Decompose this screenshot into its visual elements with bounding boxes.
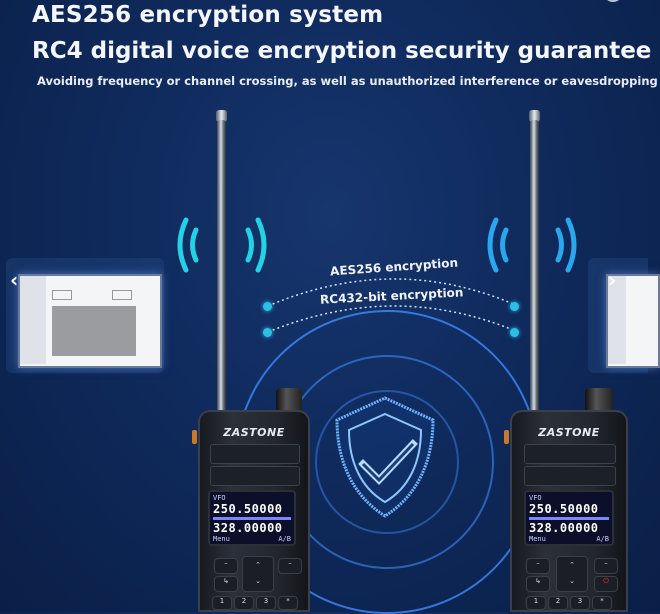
link-node (263, 328, 272, 337)
power-key[interactable]: ⏻ (594, 576, 618, 592)
side-button[interactable] (192, 430, 197, 444)
brand-logo: ZASTONE (223, 426, 285, 439)
link-node (510, 302, 519, 311)
thumbnail-screen (18, 274, 162, 368)
menu-key[interactable]: – (214, 558, 238, 574)
antenna (530, 120, 539, 410)
thumbnail-box (112, 290, 132, 300)
keypad-key[interactable]: * (592, 596, 612, 610)
signal-waves-icon (177, 217, 267, 273)
radio-left: ZASTONE VFO 250.50000 328.00000 Menu A/B… (192, 410, 310, 612)
nav-up-down-key[interactable]: ⌃⌄ (242, 556, 274, 592)
antenna-tip (216, 110, 227, 122)
chevron-right-icon[interactable]: › (608, 268, 617, 292)
lcd-ab-label: A/B (596, 535, 609, 543)
lcd-frequency-b: 328.00000 (529, 521, 599, 535)
exit-key[interactable]: – (594, 558, 618, 574)
speaker-grille (524, 466, 616, 486)
lcd-vfo-label: VFO (213, 494, 226, 502)
thumbnail-box (52, 290, 72, 300)
lcd-softkeys: Menu A/B (529, 535, 609, 543)
lcd-ab-label: A/B (278, 535, 291, 543)
signal-waves-icon (487, 217, 577, 273)
lcd-frequency-a: 250.50000 (529, 502, 599, 516)
speaker-grille (210, 466, 300, 486)
lcd-signal-bar (529, 517, 609, 520)
knob[interactable] (276, 388, 302, 412)
link-node (263, 302, 272, 311)
lcd-vfo-label: VFO (529, 494, 542, 502)
thumbnail-content (52, 306, 136, 356)
speaker-grille (524, 444, 616, 464)
exit-key[interactable]: – (278, 558, 302, 574)
lcd-display: VFO 250.50000 328.00000 Menu A/B (208, 490, 296, 546)
thumbnail-sidebar (20, 276, 46, 364)
keypad-key[interactable]: 2 (234, 596, 254, 610)
headline-description: Avoiding frequency or channel crossing, … (37, 74, 658, 88)
antenna (217, 120, 226, 410)
next-thumbnail[interactable]: › (588, 258, 660, 373)
link-node (510, 328, 519, 337)
signal-ring-inner (315, 390, 459, 534)
keypad-key[interactable]: 1 (212, 596, 232, 610)
speaker-grille (210, 444, 300, 464)
call-key[interactable]: ↳ (526, 576, 550, 592)
keypad-key[interactable]: 1 (526, 596, 546, 610)
keypad-key[interactable]: 3 (570, 596, 590, 610)
lcd-frequency-a: 250.50000 (213, 502, 283, 516)
chevron-left-icon[interactable]: ‹ (10, 268, 19, 292)
lcd-menu-label: Menu (529, 535, 546, 543)
shield-check-icon (335, 396, 435, 518)
knob[interactable] (585, 388, 613, 412)
keypad-key[interactable]: 2 (548, 596, 568, 610)
keypad-key[interactable]: * (278, 596, 298, 610)
lcd-frequency-b: 328.00000 (213, 521, 283, 535)
thumbnail-sidebar (608, 276, 626, 364)
headline-subtitle: RC4 digital voice encryption security gu… (32, 38, 652, 64)
prev-thumbnail[interactable]: ‹ (6, 258, 164, 373)
side-button[interactable] (504, 430, 509, 444)
lcd-softkeys: Menu A/B (213, 535, 291, 543)
menu-key[interactable]: – (526, 558, 550, 574)
headline-title: AES256 encryption system (32, 2, 384, 28)
radio-right: ZASTONE VFO 250.50000 328.00000 Menu A/B… (504, 410, 628, 612)
lcd-display: VFO 250.50000 328.00000 Menu A/B (524, 490, 614, 546)
nav-up-down-key[interactable]: ⌃⌄ (556, 556, 588, 592)
keypad-key[interactable]: 3 (256, 596, 276, 610)
brand-logo: ZASTONE (538, 426, 600, 439)
lcd-signal-bar (213, 517, 291, 520)
lcd-menu-label: Menu (213, 535, 230, 543)
call-key[interactable]: ↳ (214, 576, 238, 592)
thumbnail-screen (606, 274, 660, 368)
antenna-tip (529, 110, 540, 122)
top-indicator (603, 0, 623, 2)
